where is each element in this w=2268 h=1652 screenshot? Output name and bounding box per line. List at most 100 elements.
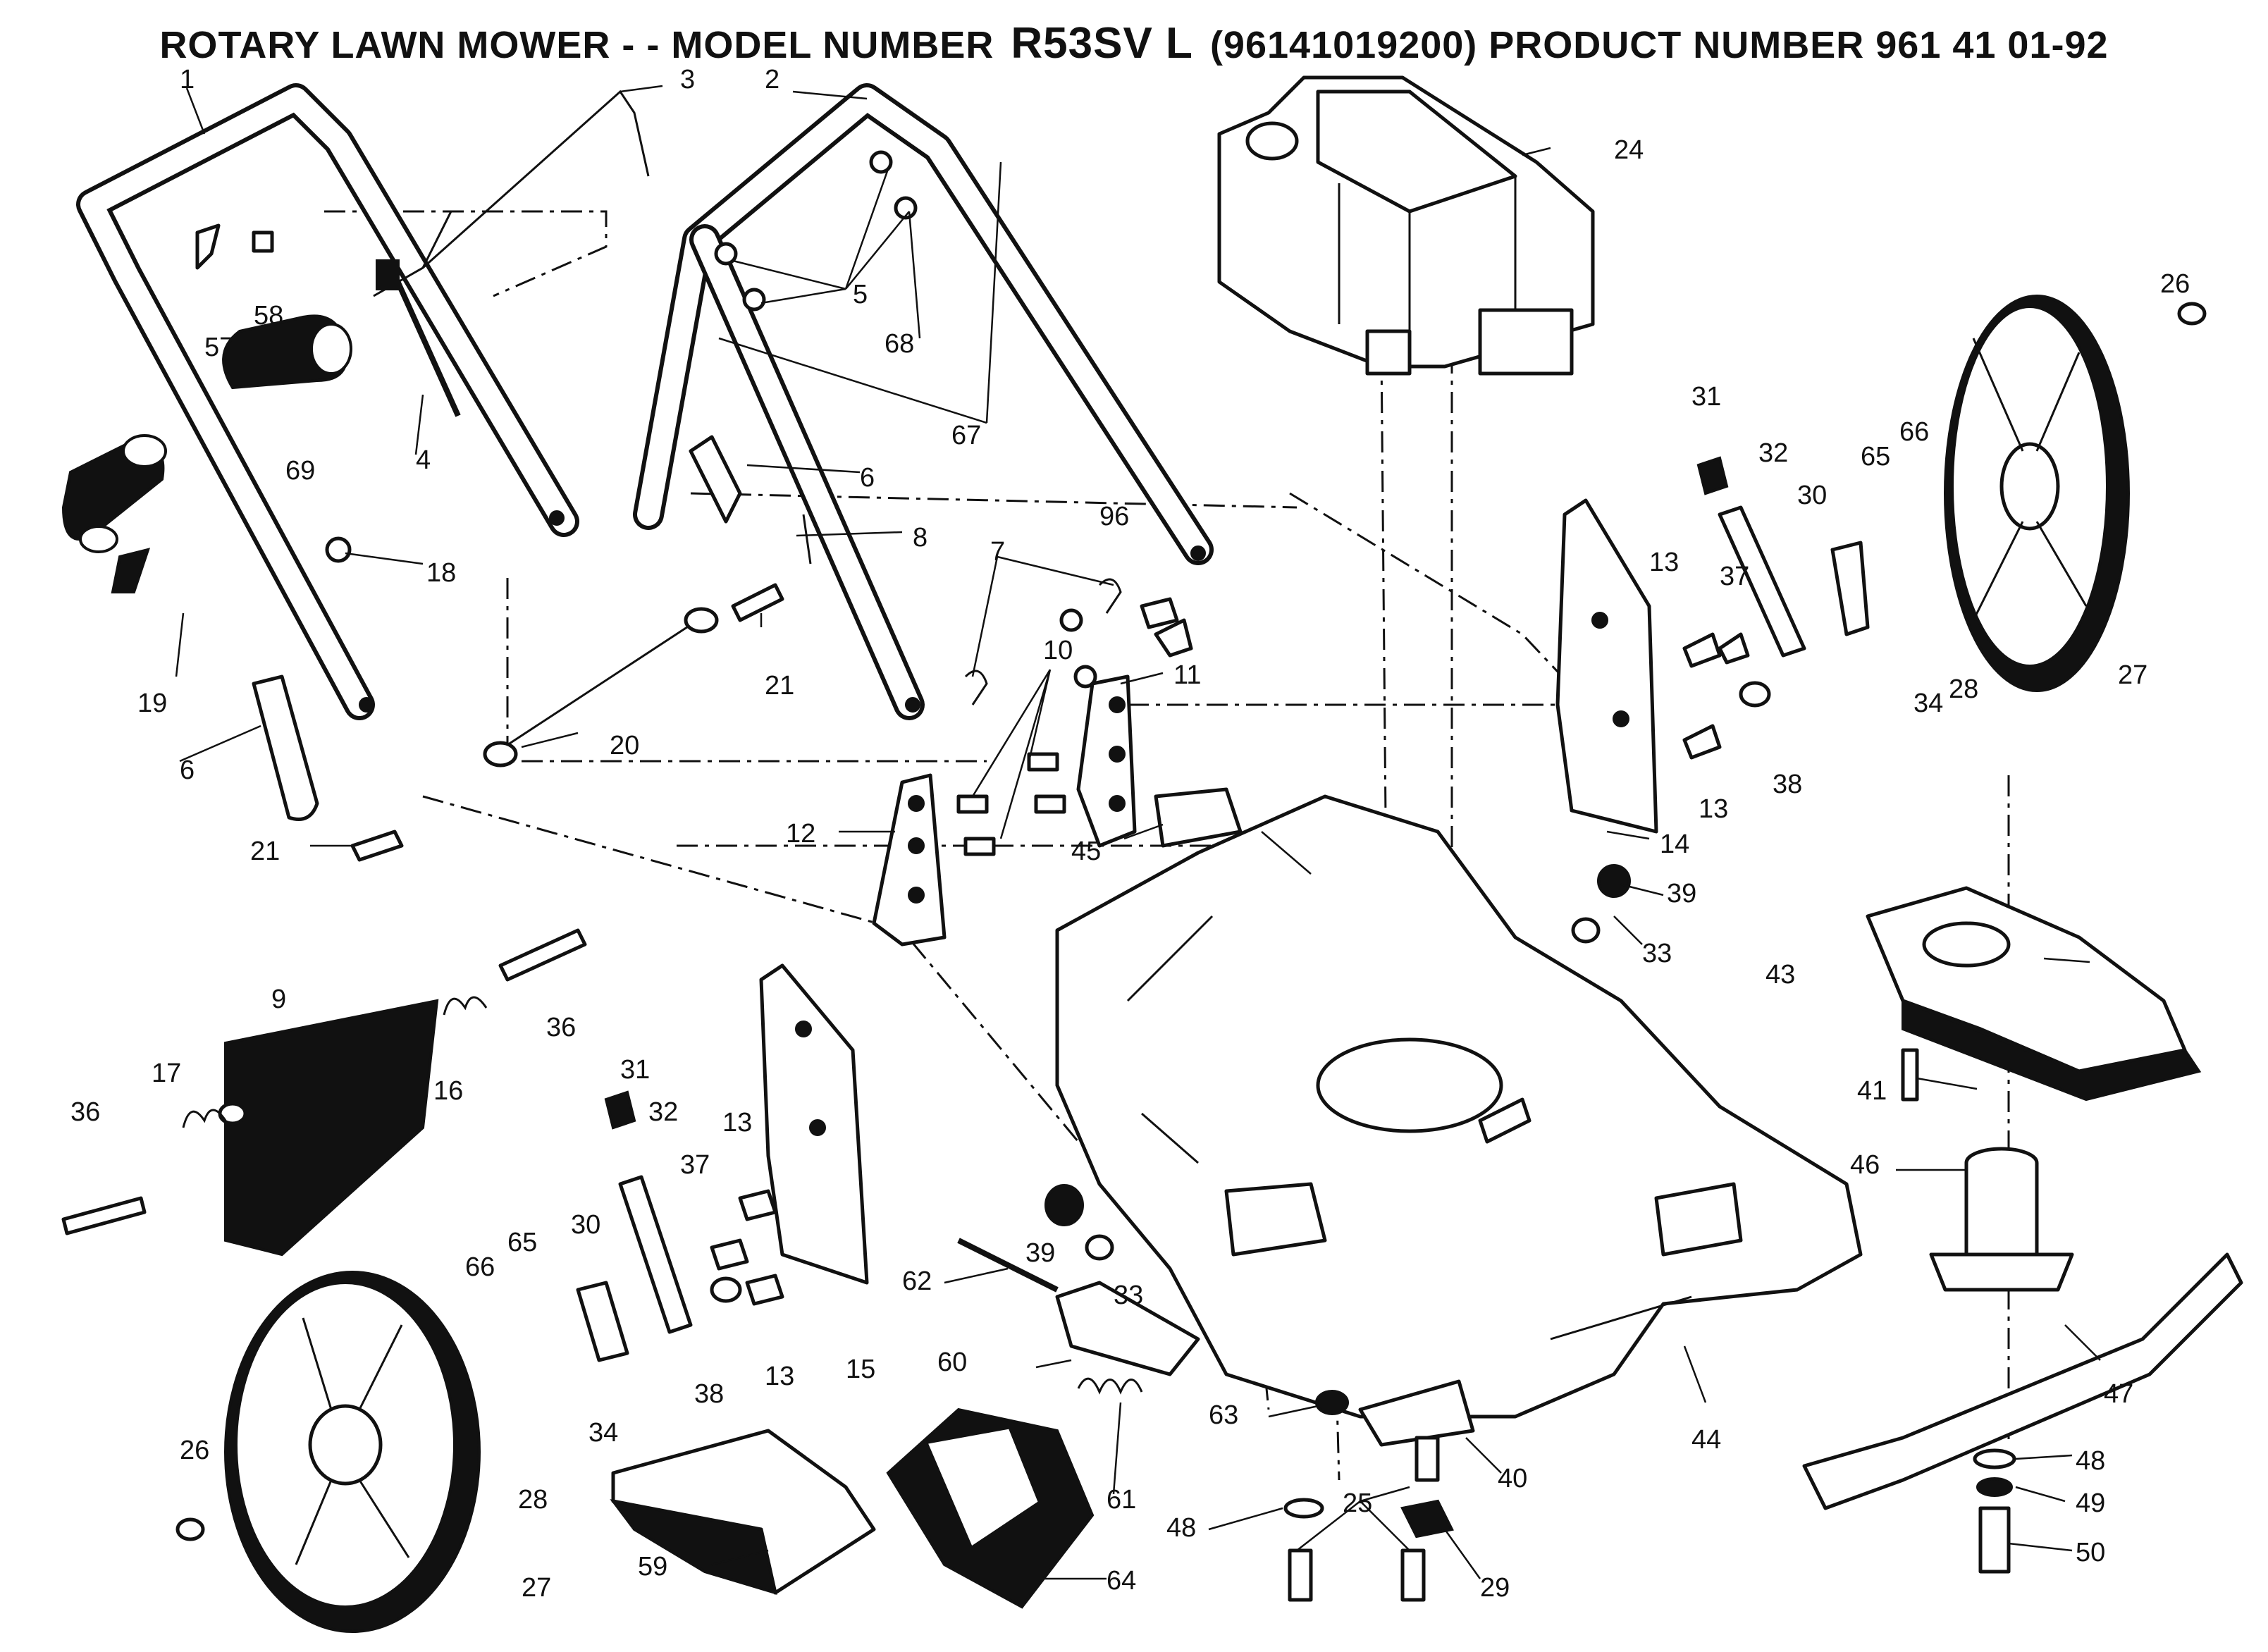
callout-31b: 31	[620, 1055, 650, 1085]
rod-62	[957, 1238, 1059, 1293]
callout-13d: 13	[765, 1362, 794, 1391]
bolts-13-and-fasteners	[710, 632, 1771, 1306]
hinge-rods-36	[61, 928, 587, 1235]
springs-16-17	[182, 996, 488, 1128]
spring-61	[1077, 1377, 1143, 1395]
callout-65b: 65	[507, 1228, 537, 1257]
blade-hardware-48-49-50	[1283, 1448, 2016, 1574]
callout-28a: 28	[1949, 674, 1978, 704]
bracket-45	[1154, 787, 1243, 848]
callout-48b: 48	[1166, 1513, 1196, 1543]
callout-41: 41	[1857, 1076, 1887, 1106]
callout-25: 25	[1343, 1488, 1372, 1518]
wheel-bracket-14	[1555, 498, 1658, 834]
callout-30a: 30	[1797, 481, 1827, 510]
cable-4	[376, 259, 461, 417]
title-suffix: (96141019200) PRODUCT NUMBER 961 41 01-9…	[1209, 24, 2109, 66]
callout-2: 2	[765, 65, 779, 94]
callout-11: 11	[1173, 660, 1201, 690]
callout-65a: 65	[1861, 442, 1890, 471]
callout-15: 15	[846, 1355, 875, 1384]
callout-62: 62	[902, 1266, 932, 1296]
callout-37b: 37	[680, 1150, 710, 1180]
wheel-adjust-parts	[576, 456, 1870, 1362]
callout-30b: 30	[571, 1210, 600, 1240]
callout-32b: 32	[648, 1097, 678, 1127]
lever-60	[1055, 1281, 1200, 1376]
callout-37a: 37	[1720, 562, 1749, 591]
callout-49: 49	[2076, 1488, 2105, 1518]
height-adjust-plate-11	[1076, 674, 1137, 848]
callout-26b: 26	[180, 1436, 209, 1465]
callout-48a: 48	[2076, 1446, 2105, 1476]
callout-36a: 36	[546, 1013, 576, 1042]
callout-61: 61	[1107, 1485, 1136, 1515]
rod-20	[483, 607, 719, 768]
callout-45: 45	[1071, 837, 1101, 866]
callout-57: 57	[204, 333, 234, 362]
callout-59: 59	[638, 1552, 667, 1582]
callout-69: 69	[285, 456, 315, 486]
callout-38b: 38	[694, 1379, 724, 1409]
callout-33a: 33	[1642, 939, 1672, 968]
height-adjust-plate-12	[872, 773, 947, 947]
callout-13c: 13	[722, 1108, 752, 1138]
callout-50: 50	[2076, 1538, 2105, 1567]
page-title: ROTARY LAWN MOWER - - MODEL NUMBER R53SV…	[0, 18, 2268, 68]
wheel-bracket-15	[759, 963, 869, 1285]
callout-60: 60	[937, 1348, 967, 1377]
callout-44: 44	[1691, 1425, 1721, 1455]
handle-grip-69	[61, 314, 352, 553]
callout-26a: 26	[2160, 269, 2190, 299]
callout-46: 46	[1850, 1150, 1880, 1180]
blade-47	[1802, 1252, 2243, 1510]
callout-28b: 28	[518, 1485, 548, 1515]
callout-18: 18	[426, 558, 456, 588]
callout-14: 14	[1660, 830, 1689, 859]
front-wheel-27	[224, 1271, 481, 1633]
callout-16: 16	[433, 1076, 463, 1106]
deck-hardware-25-29-40-63	[1044, 864, 1631, 1602]
mulch-plug-64	[886, 1407, 1095, 1609]
rear-guard-59	[610, 1429, 876, 1595]
callout-66b: 66	[465, 1252, 495, 1282]
callout-19: 19	[137, 689, 167, 718]
callout-13b: 13	[1699, 794, 1728, 824]
title-prefix: ROTARY LAWN MOWER - - MODEL NUMBER	[159, 24, 994, 66]
callout-3: 3	[680, 65, 695, 94]
callout-32a: 32	[1758, 438, 1788, 468]
callout-58: 58	[254, 301, 283, 331]
callout-47: 47	[2104, 1379, 2133, 1409]
callout-29: 29	[1480, 1573, 1510, 1603]
callout-27b: 27	[522, 1573, 551, 1603]
callout-66a: 66	[1899, 417, 1929, 447]
engine-24	[1217, 75, 1595, 376]
upper-handle-2	[633, 83, 1214, 720]
callout-20: 20	[610, 731, 639, 760]
callout-38a: 38	[1773, 770, 1802, 799]
callout-4: 4	[416, 445, 431, 475]
callout-6b: 6	[180, 756, 195, 785]
blade-adapter-46	[1929, 1147, 2074, 1292]
callout-24: 24	[1614, 135, 1644, 165]
callout-12: 12	[786, 819, 815, 849]
callout-1: 1	[180, 65, 195, 94]
callout-34b: 34	[588, 1418, 618, 1448]
callout-21a: 21	[765, 671, 794, 701]
wheel-caps-26	[175, 302, 2207, 1541]
callout-34a: 34	[1913, 689, 1943, 718]
callout-10: 10	[1043, 636, 1073, 665]
lower-handle-1	[76, 83, 579, 720]
callout-labels: 1 2 3 4 5 6 6 7 8 9 10 11 12 13 13 13 13…	[70, 65, 2190, 1603]
bolts-21	[350, 583, 784, 862]
callout-96: 96	[1099, 502, 1129, 531]
callout-7: 7	[990, 537, 1005, 567]
spacers-10	[956, 752, 1066, 856]
callout-27a: 27	[2118, 660, 2147, 690]
callout-39b: 39	[1025, 1238, 1055, 1268]
callout-40: 40	[1498, 1464, 1527, 1493]
callout-17: 17	[152, 1059, 181, 1088]
bolt-41	[1901, 1048, 1919, 1102]
mower-deck-44	[1055, 794, 1863, 1419]
